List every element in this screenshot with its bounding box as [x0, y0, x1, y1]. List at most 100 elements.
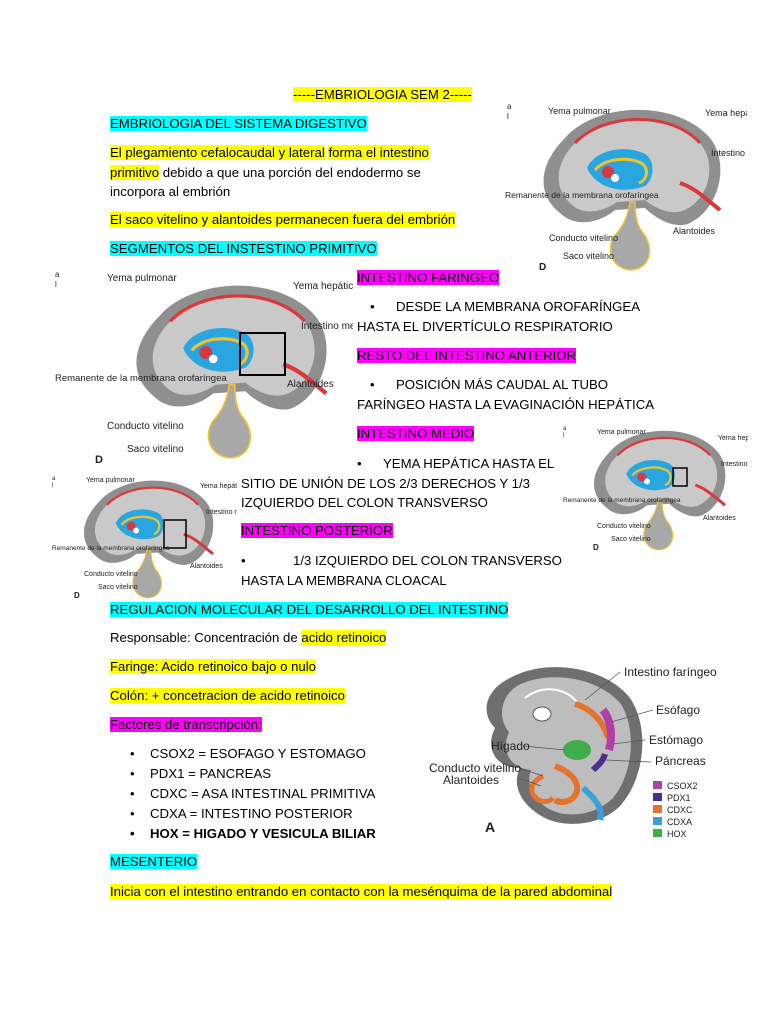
bullet-medio-cont1: SITIO DE UNIÓN DE LOS 2/3 DERECHOS Y 1/3 [241, 476, 530, 491]
list-item-text: CDXC = ASA INTESTINAL PRIMITIVA [150, 786, 376, 801]
label-intestino-medio: Intestino medio [721, 461, 748, 468]
highlight-box [163, 519, 187, 549]
label-panel-d: D [74, 591, 80, 600]
label-alantoides: Alantoides [287, 379, 334, 390]
label-remanente: Remanente de la membrana orofaríngea [55, 373, 227, 384]
page-header: -----EMBRIOLOGIA SEM 2----- [293, 87, 472, 102]
label-remanente: Remanente de la membrana orofaríngea [52, 545, 170, 552]
label-corner-a: a [55, 270, 60, 279]
list-item-text: CDXA = INTESTINO POSTERIOR [150, 806, 353, 821]
label-panel-a: A [485, 819, 495, 835]
bullet-text: YEMA HEPÁTICA HASTA EL [383, 456, 555, 471]
highlight-box [672, 467, 688, 487]
bullet-text: DESDE LA MEMBRANA OROFARÍNGEA [396, 299, 641, 314]
legend-label: PDX1 [667, 793, 691, 803]
label-conducto-vitelino: Conducto vitelino [549, 233, 618, 243]
label-yema-pulmonar: Yema pulmonar [86, 477, 135, 484]
bullet-dot: • [130, 806, 135, 821]
label-corner-l: l [507, 112, 509, 121]
subtitle-intestino-medio: INTESTINO MEDIO [357, 426, 475, 441]
bullet-medio: •YEMA HEPÁTICA HASTA EL [357, 456, 554, 471]
bullet-posterior: • 1/3 IZQUIERDO DEL COLON TRANSVERSO [241, 553, 562, 568]
label-alantoides: Alantoides [703, 515, 736, 522]
label-yema-pulmonar: Yema pulmonar [597, 429, 646, 436]
label-panel-d: D [593, 543, 599, 552]
list-item-text: PDX1 = PANCREAS [150, 766, 272, 781]
bullet-faringeo: • DESDE LA MEMBRANA OROFARÍNGEA [370, 299, 640, 314]
label-higado: Hígado [491, 739, 530, 753]
legend-swatch-hox [653, 829, 662, 837]
embryo-figure-top-right: a l Yema pulmonar Yema hepática Intestin… [505, 98, 747, 274]
paragraph-faringe: Faringe: Acido retinoico bajo o nulo [110, 659, 317, 674]
text-plain: debido a que una porción del endodermo s… [162, 165, 421, 180]
label-yema-hepatica: Yema hepática [293, 281, 353, 292]
list-item: • PDX1 = PANCREAS [130, 764, 376, 784]
label-saco-vitelino: Saco vitelino [127, 444, 184, 455]
label-yema-hepatica: Yema hepática [200, 483, 237, 490]
label-estomago: Estómago [649, 733, 703, 747]
gut-expression-figure: Intestino faríngeo Esófago Estómago Pánc… [425, 658, 745, 838]
label-intestino-medio: Intestino medio [711, 148, 747, 158]
bullet-dot: • [130, 786, 135, 801]
legend-swatch-pdx1 [653, 793, 662, 801]
list-item: • CDXC = ASA INTESTINAL PRIMITIVA [130, 784, 376, 804]
embryo-figure-right-middle: a l Yema pulmonar Yema hepática Intestin… [563, 422, 748, 552]
list-item: • CDXA = INTESTINO POSTERIOR [130, 804, 376, 824]
legend-swatch-cdxc [653, 805, 662, 813]
bullet-anterior-cont: FARÍNGEO HASTA LA EVAGINACIÓN HEPÁTICA [357, 397, 655, 412]
paragraph-colon: Colón: + concetracion de acido retinoico [110, 688, 345, 703]
label-remanente: Remanente de la membrana orofaríngea [563, 497, 681, 504]
label-intestino-medio: Intestino medio [206, 509, 237, 516]
label-yema-pulmonar: Yema pulmonar [107, 273, 177, 284]
subtitle-intestino-faringeo: INTESTINO FARINGEO [357, 270, 500, 285]
section-title-mesenterio: MESENTERIO [110, 854, 198, 869]
bullet-text: 1/3 IZQUIERDO DEL COLON TRANSVERSO [293, 553, 562, 568]
label-panel-d: D [539, 262, 546, 273]
label-corner-a: a [563, 426, 567, 432]
paragraph-responsable: Responsable: Concentración de acido reti… [110, 630, 387, 645]
label-corner-l: l [563, 433, 564, 439]
section-title-digestive: EMBRIOLOGIA DEL SISTEMA DIGESTIVO [110, 116, 367, 131]
legend-label: CSOX2 [667, 781, 698, 791]
list-item: •CSOX2 = ESOFAGO Y ESTOMAGO [130, 744, 376, 764]
bullet-anterior: • POSICIÓN MÁS CAUDAL AL TUBO [370, 377, 608, 392]
legend-label: CDXC [667, 805, 693, 815]
label-panel-d: D [95, 454, 103, 466]
paragraph-plegamiento-line2: primitivo debido a que una porción del e… [110, 165, 421, 180]
subtitle-intestino-posterior: INTESTINO POSTERIOR [241, 523, 393, 538]
label-alantoides: Alantoides [190, 563, 223, 570]
legend-swatch-cdxa [653, 817, 662, 825]
paragraph-mesenterio: Inicia con el intestino entrando en cont… [110, 884, 613, 899]
bullet-dot: • [370, 299, 375, 314]
bullet-posterior-cont: HASTA LA MEMBRANA CLOACAL [241, 573, 447, 588]
bullet-dot: • [370, 377, 375, 392]
paragraph-plegamiento-line1: El plegamiento cefalocaudal y lateral fo… [110, 145, 429, 160]
text-highlight: forma el intestino [328, 145, 429, 160]
bullet-dot: • [130, 826, 135, 841]
label-esofago: Esófago [656, 703, 700, 717]
text-highlight: acido retinoico [301, 630, 387, 645]
embryo-figure-left: a l Yema pulmonar Yema hepática Intestin… [55, 267, 353, 467]
bullet-dot: • [241, 553, 246, 568]
label-alantoides: Alantoides [673, 226, 716, 236]
label-conducto-vitelino: Conducto vitelino [107, 421, 184, 432]
list-item: • HOX = HIGADO Y VESICULA BILIAR [130, 824, 376, 844]
label-corner-a: a [52, 476, 56, 482]
section-title-regulacion: REGULACION MOLECULAR DEL DESARROLLO DEL … [110, 602, 509, 617]
bullet-text: POSICIÓN MÁS CAUDAL AL TUBO [396, 377, 609, 392]
legend-label: HOX [667, 829, 687, 838]
paragraph-saco-vitelino: El saco vitelino y alantoides permanecen… [110, 212, 456, 227]
section-title-segmentos: SEGMENTOS DEL INSTESTINO PRIMITIVO [110, 241, 377, 256]
list-item-text: HOX = HIGADO Y VESICULA BILIAR [150, 826, 376, 841]
label-intestino-faringeo: Intestino faríngeo [624, 665, 717, 679]
label-corner-l: l [52, 483, 53, 489]
label-conducto-vitelino: Conducto vitelino [429, 761, 521, 775]
highlight-box [239, 332, 286, 376]
bullet-dot: • [130, 766, 135, 781]
text-highlight: primitivo [110, 165, 160, 180]
label-saco-vitelino: Saco vitelino [611, 536, 651, 543]
subtitle-factores: Factores de transcripción: [110, 717, 262, 732]
text-plain: Responsable: Concentración de [110, 630, 298, 645]
text-highlight: El plegamiento cefalocaudal y lateral [110, 145, 325, 160]
list-item-text: CSOX2 = ESOFAGO Y ESTOMAGO [150, 746, 366, 761]
